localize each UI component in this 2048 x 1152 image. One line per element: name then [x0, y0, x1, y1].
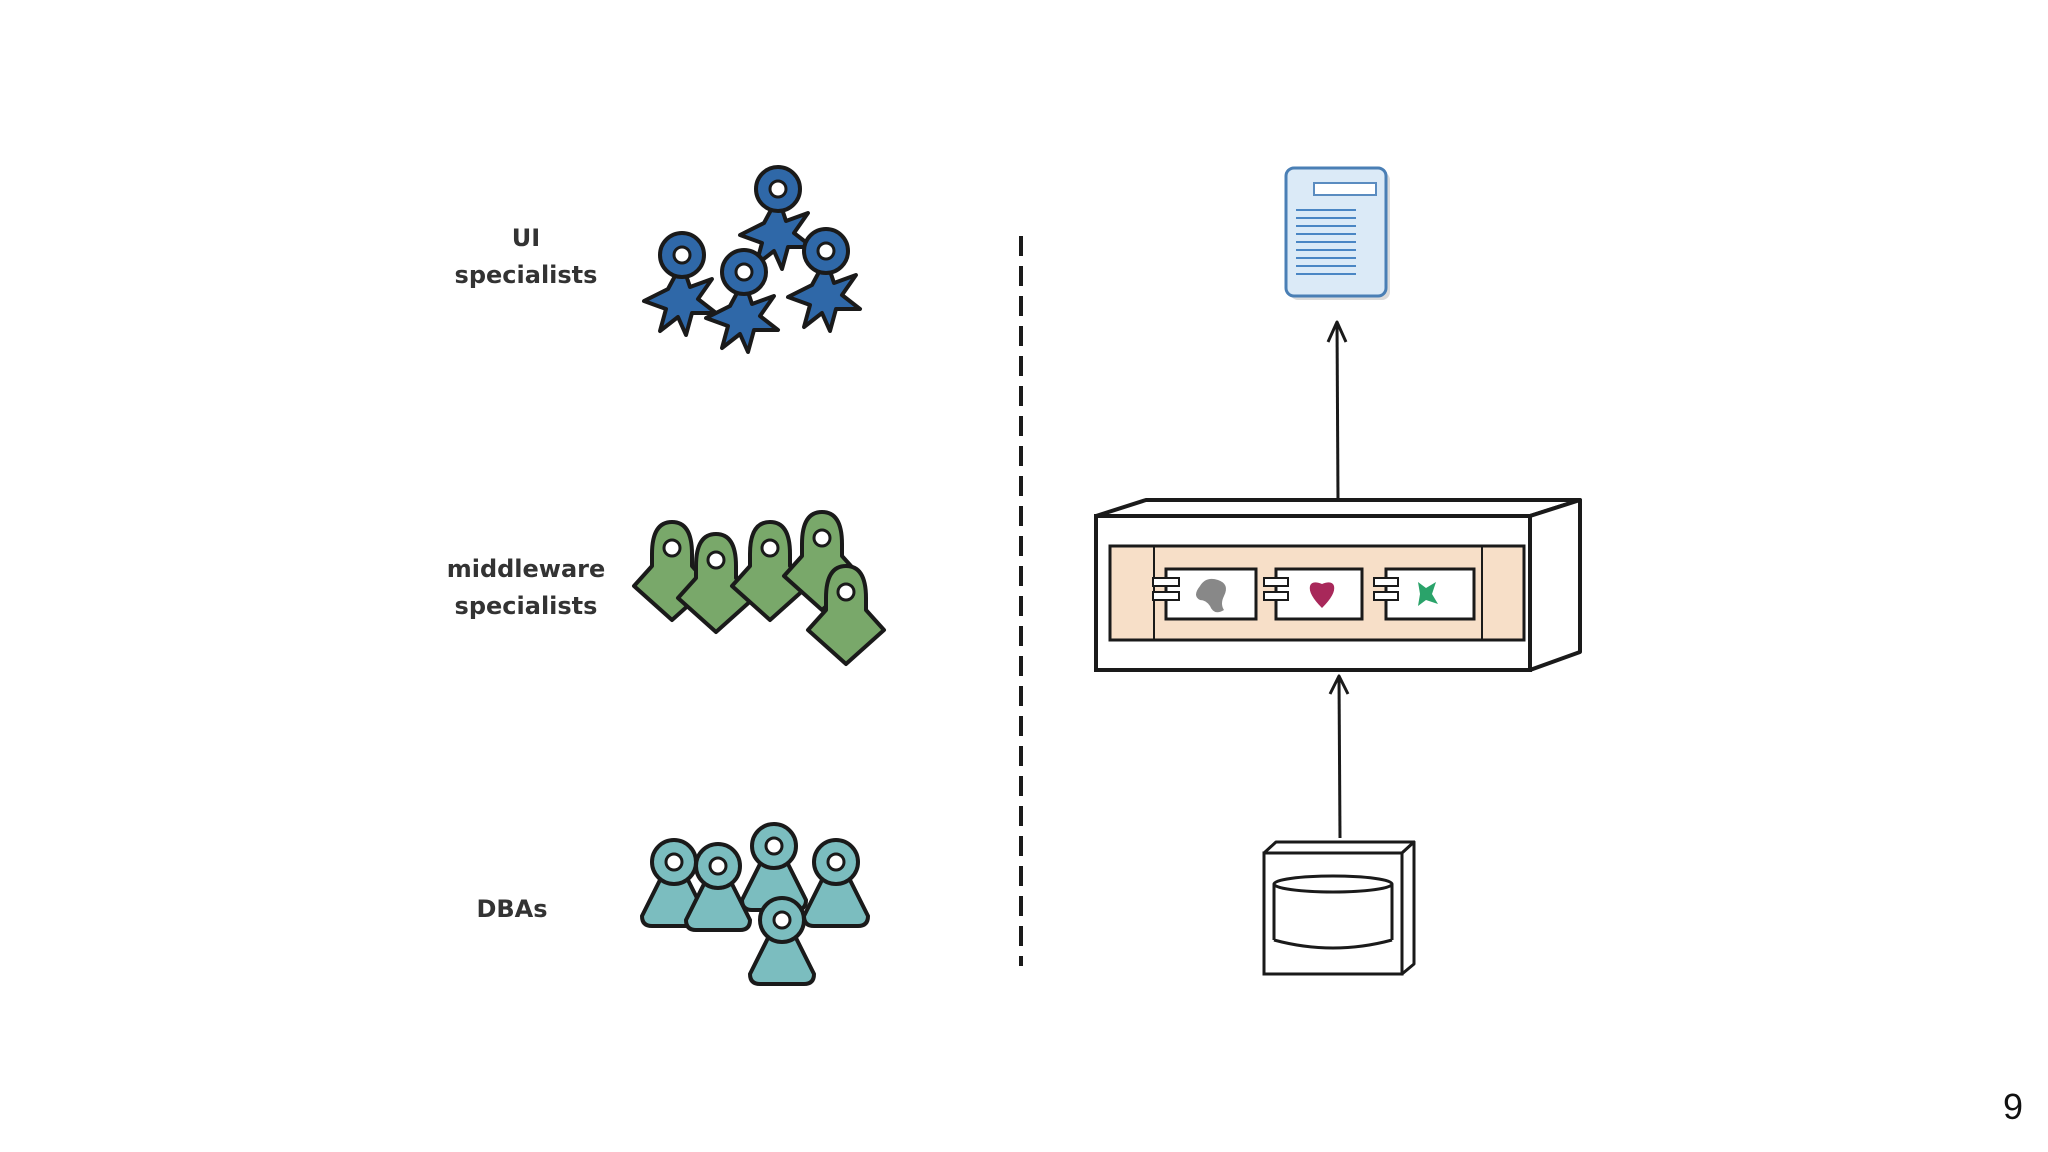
green-cross-icon: [1418, 582, 1438, 606]
team-label-middleware: middleware specialists: [446, 555, 606, 620]
component-green-cross: [1373, 567, 1476, 621]
component-red-heart: [1263, 567, 1364, 621]
team-label-dbas: DBAs: [476, 895, 548, 923]
document-icon: [1284, 166, 1390, 300]
database-server-box: [1262, 840, 1416, 976]
dba-person-icon: [740, 822, 808, 912]
arrow-up-icon: [1326, 320, 1348, 501]
database-cylinder-icon: [1272, 874, 1394, 950]
component-gray-blob: [1152, 567, 1258, 621]
red-heart-icon: [1309, 582, 1335, 608]
ui-specialists-icon-group: [642, 165, 862, 354]
dbas-icon-group: [640, 822, 870, 986]
gray-blob-icon: [1196, 578, 1226, 613]
middleware-specialists-icon-group: [632, 510, 886, 666]
app-server-box: [1094, 498, 1582, 672]
dba-person-icon: [802, 838, 870, 928]
arrow-up-icon: [1328, 674, 1350, 839]
ui-person-icon: [704, 248, 780, 354]
team-label-ui: UI specialists: [454, 224, 598, 289]
page-number: 9: [2002, 1086, 2023, 1127]
